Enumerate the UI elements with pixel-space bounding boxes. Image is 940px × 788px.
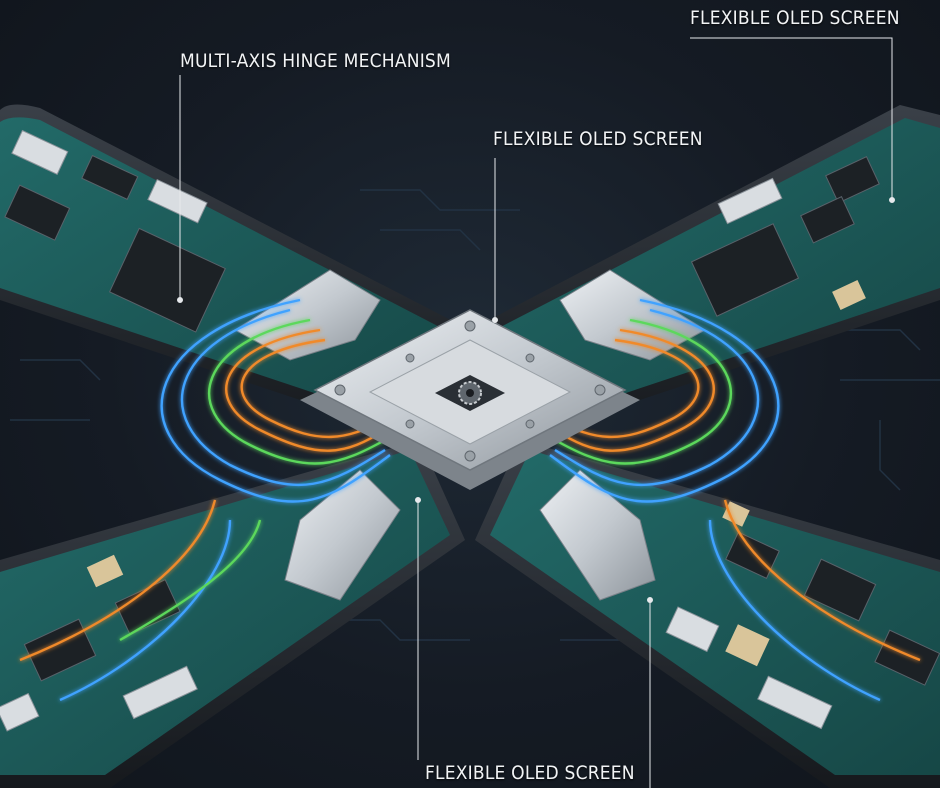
- callout-lines: [177, 37, 895, 788]
- label-screen-center: FLEXIBLE OLED SCREEN: [493, 128, 703, 150]
- hinge-brackets: [234, 269, 706, 601]
- phone-arm-lower-right: [475, 440, 940, 788]
- pcb-components: [0, 129, 833, 732]
- phone-arm-lower-left: [0, 440, 465, 788]
- hinge-screws: [334, 320, 606, 462]
- flex-cables: [19, 298, 921, 702]
- pcb-gold-pads: [86, 280, 866, 667]
- label-screen-top-right: FLEXIBLE OLED SCREEN: [690, 7, 900, 29]
- hinge-gear-icon: [435, 375, 505, 411]
- pcb-chips: [4, 154, 940, 686]
- hinge-block: [300, 309, 640, 490]
- label-hinge-mechanism: MULTI-AXIS HINGE MECHANISM: [180, 50, 451, 72]
- label-screen-bottom: FLEXIBLE OLED SCREEN: [425, 762, 635, 784]
